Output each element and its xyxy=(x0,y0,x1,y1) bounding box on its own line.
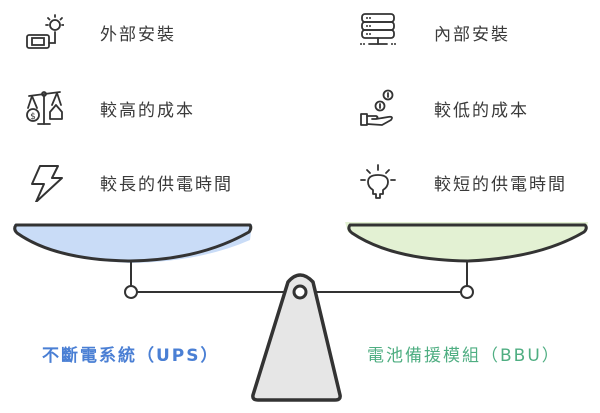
right-pivot xyxy=(460,285,474,299)
svg-text:$: $ xyxy=(30,112,36,122)
left-pivot xyxy=(124,285,138,299)
light-bulb-icon xyxy=(360,164,396,199)
right-item-label: 較短的供電時間 xyxy=(434,174,567,195)
right-pan-fill xyxy=(345,222,588,262)
left-item: 外部安裝 xyxy=(24,12,176,52)
right-item-label: 較低的成本 xyxy=(434,100,529,121)
fulcrum xyxy=(251,273,342,402)
server-rack-icon xyxy=(360,13,396,45)
left-item: 較長的供電時間 xyxy=(24,162,233,202)
left-item-label: 較長的供電時間 xyxy=(100,174,233,195)
right-pan xyxy=(347,223,588,263)
left-pan-fill xyxy=(14,224,252,263)
right-item: 較短的供電時間 xyxy=(358,162,567,202)
hand-coins-icon xyxy=(360,89,394,126)
right-item: 內部安裝 xyxy=(358,12,510,52)
left-item-label: 外部安裝 xyxy=(100,24,176,45)
right-item: 較低的成本 xyxy=(358,88,529,128)
fulcrum-pivot xyxy=(292,284,308,300)
lightning-bolt-icon xyxy=(31,165,63,202)
left-pan xyxy=(13,223,253,263)
scale-cost-icon: $ xyxy=(26,91,63,125)
ups-caption: 不斷電系統（UPS） xyxy=(42,346,220,366)
left-item: $ 較高的成本 xyxy=(24,88,195,128)
external-generator-icon xyxy=(26,14,64,49)
right-item-label: 內部安裝 xyxy=(434,24,510,45)
bbu-caption: 電池備援模組（BBU） xyxy=(367,346,561,366)
left-item-label: 較高的成本 xyxy=(100,100,195,121)
